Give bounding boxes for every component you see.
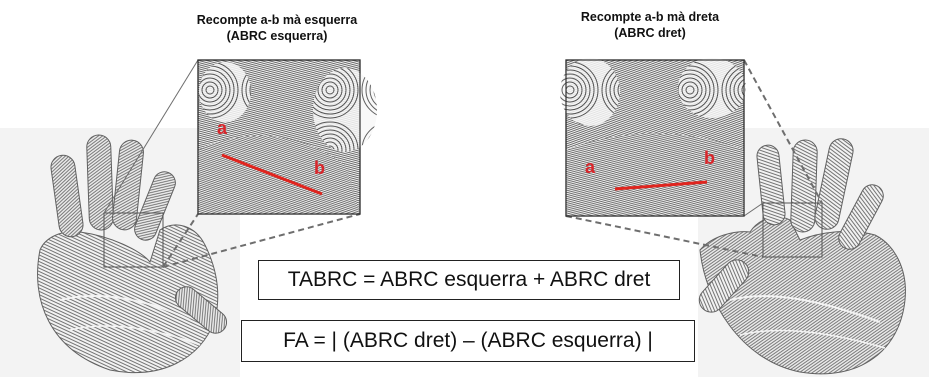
right-caption-line1: Recompte a-b mà dreta (580, 10, 720, 24)
right-point-b-label: b (704, 148, 715, 168)
right-callout-line-top (743, 59, 823, 204)
left-handprint (37, 134, 228, 374)
right-ab-measure-line (614, 180, 708, 191)
left-point-b-label: b (314, 158, 325, 178)
right-point-a-label: a (585, 157, 596, 177)
right-panel-caption: Recompte a-b mà dreta (ABRC dret) (545, 9, 755, 41)
right-caption-line2: (ABRC dret) (614, 26, 686, 40)
left-callout-line-mid (162, 213, 199, 268)
tabrc-formula-text: TABRC = ABRC esquerra + ABRC dret (287, 268, 651, 291)
right-callout-line-bottom (565, 215, 764, 258)
left-ab-measure-line (221, 153, 323, 196)
left-zoom-panel (197, 59, 377, 215)
left-source-region (103, 212, 164, 268)
right-source-region (762, 202, 823, 258)
right-handprint (698, 138, 906, 375)
right-zoom-panel (560, 58, 746, 217)
right-callout-line-mid (743, 202, 764, 217)
left-point-a-label: a (217, 118, 228, 138)
left-caption-line2: (ABRC esquerra) (226, 29, 328, 43)
fa-formula-text: FA = | (ABRC dret) – (ABRC esquerra) | (283, 329, 653, 352)
left-caption-line1: Recompte a-b mà esquerra (196, 13, 358, 27)
fa-formula-box: FA = | (ABRC dret) – (ABRC esquerra) | (241, 320, 695, 362)
left-panel-caption: Recompte a-b mà esquerra (ABRC esquerra) (152, 12, 402, 44)
tabrc-formula-box: TABRC = ABRC esquerra + ABRC dret (258, 260, 680, 300)
left-callout-line-bottom (162, 213, 361, 268)
left-callout-line-top (103, 59, 199, 214)
